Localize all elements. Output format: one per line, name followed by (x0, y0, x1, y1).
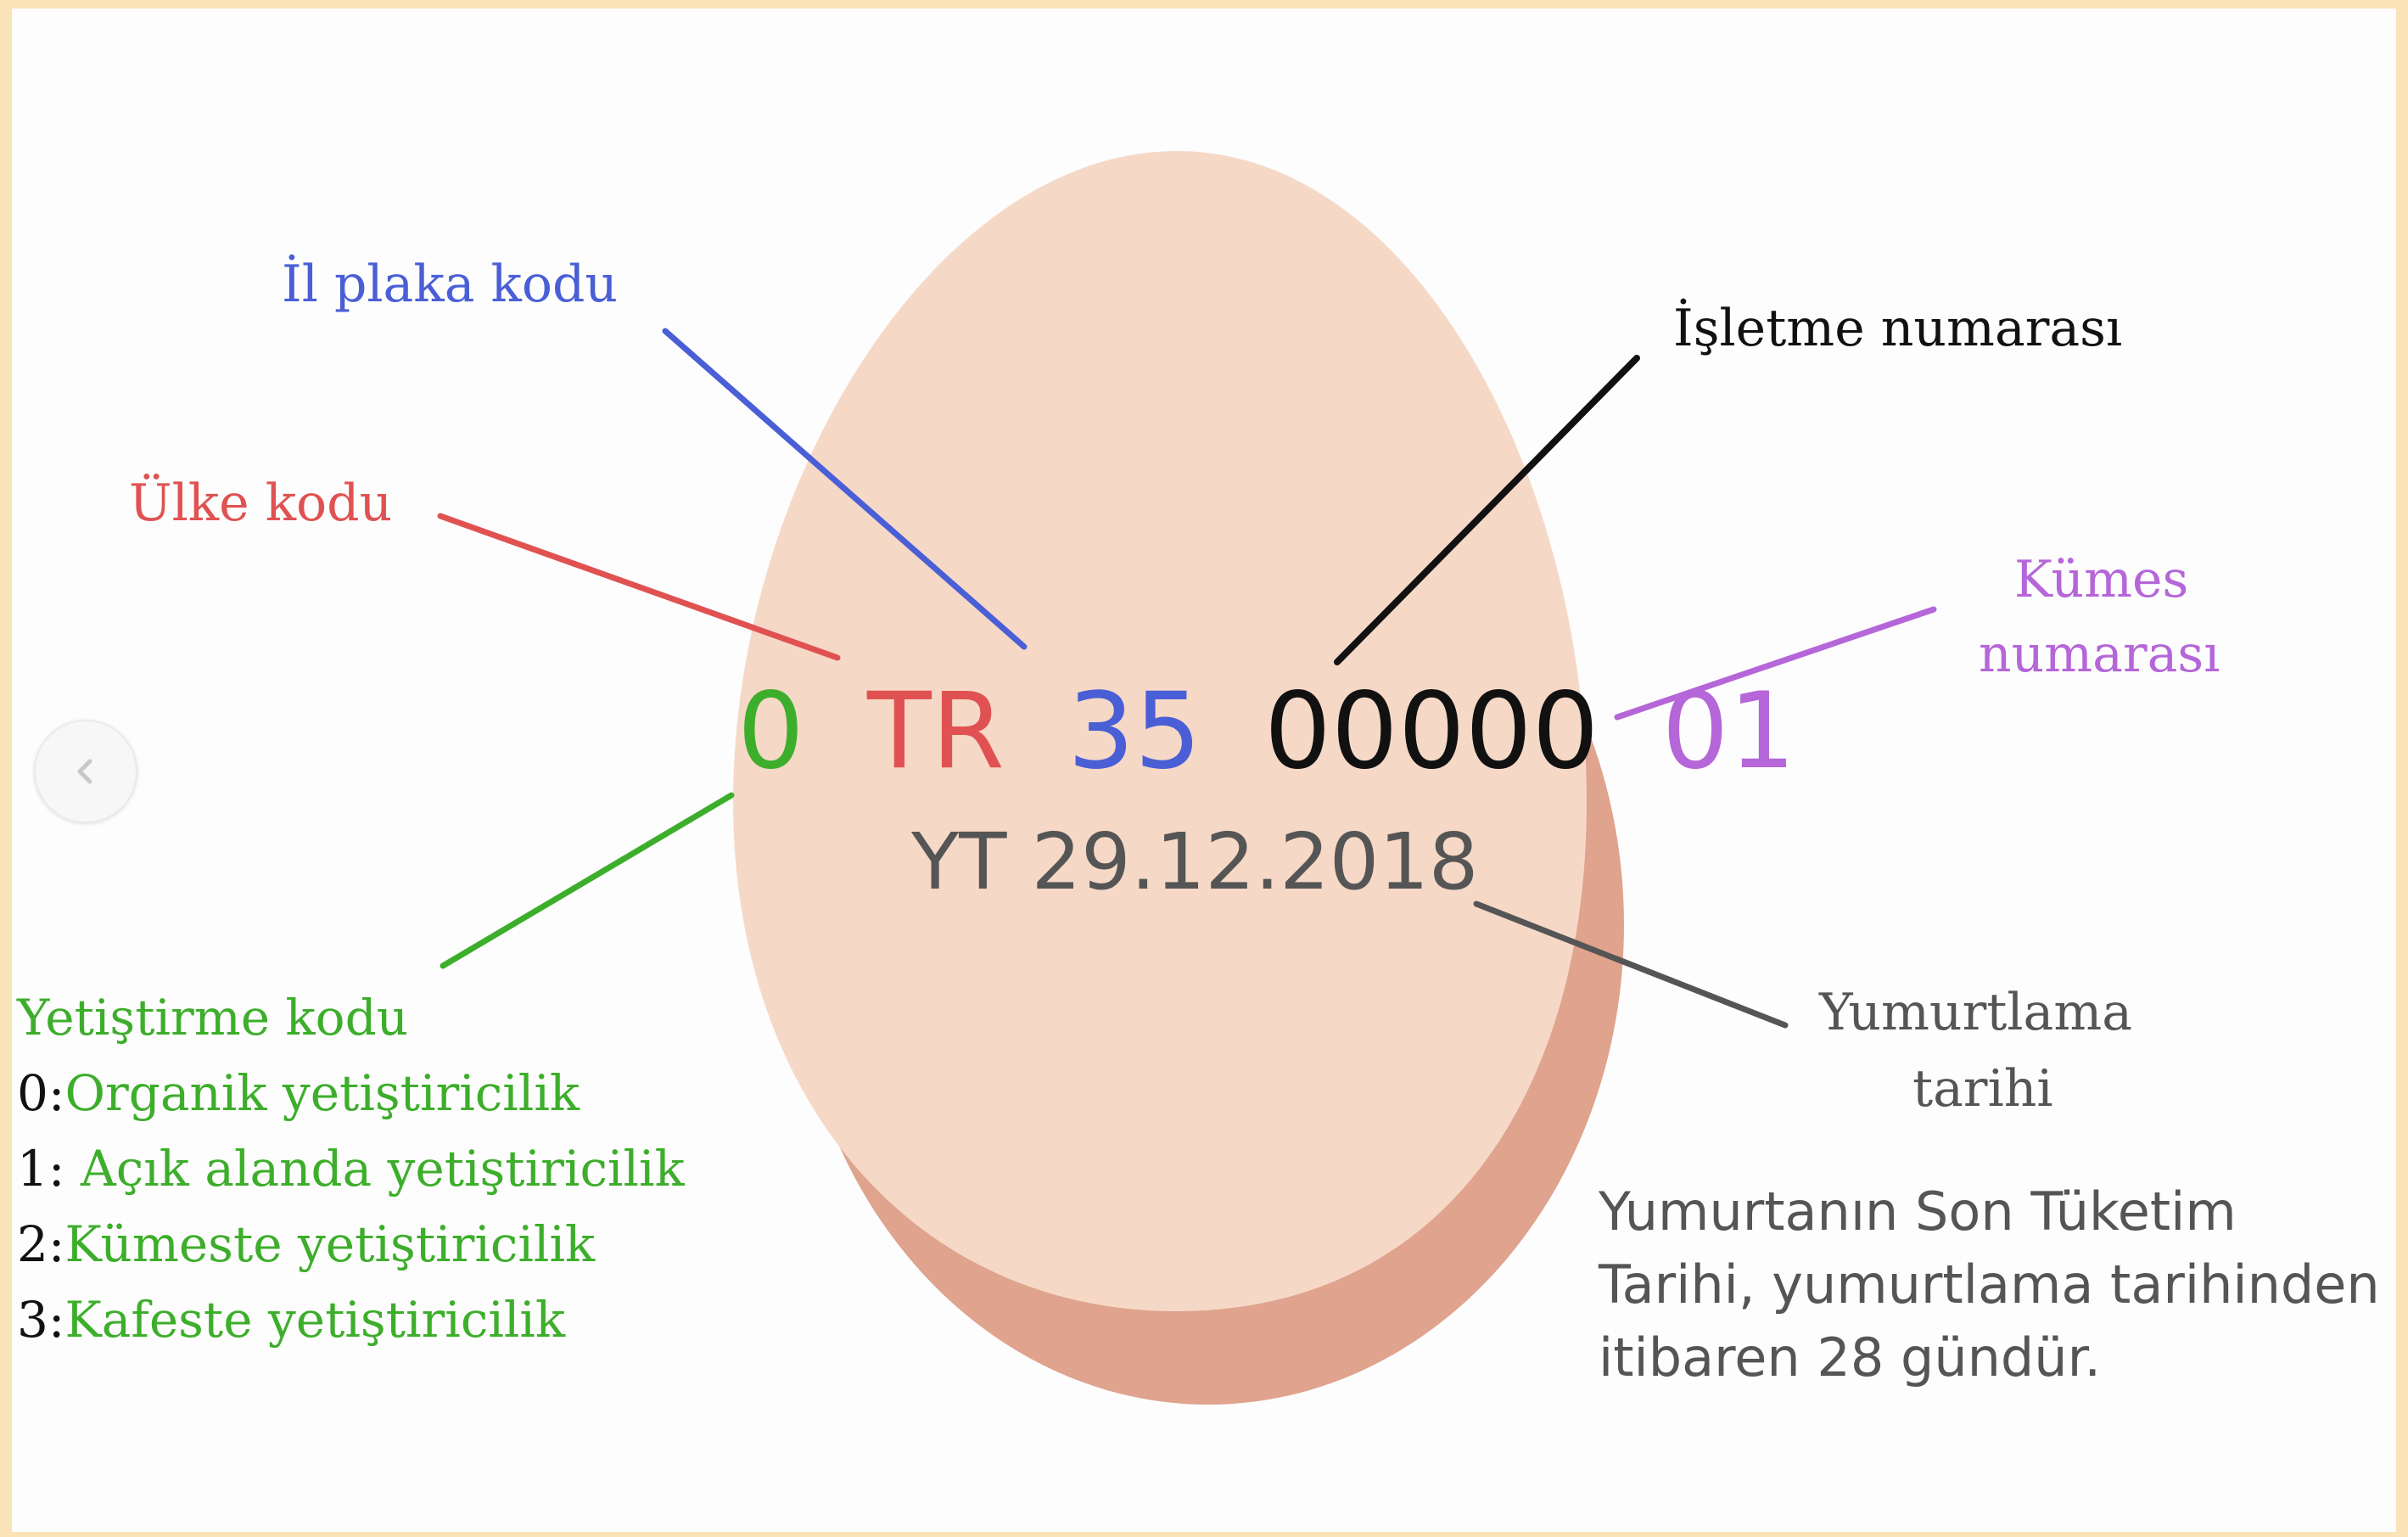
legend-item-code: 1: (17, 1140, 81, 1198)
legend-item-text: Kafeste yetiştiricilik (64, 1291, 565, 1349)
label-il-plaka: İl plaka kodu (282, 256, 618, 312)
label-yumurtlama-line2: tarihi (1912, 1061, 2053, 1117)
leader-line-yetistirme (443, 795, 731, 966)
code-yetistirme: 0 (737, 670, 804, 793)
legend-item-text: Organik yetiştiricilik (64, 1064, 580, 1122)
legend-item: 1: Açık alanda yetiştiricilik (17, 1131, 685, 1207)
chevron-left-icon (69, 754, 103, 788)
note-line: Yumurtanın Son Tüketim (1599, 1175, 2380, 1248)
note-line: Tarihi, yumurtlama tarihinden (1599, 1248, 2380, 1321)
legend-item-text: Açık alanda yetiştiricilik (81, 1140, 685, 1198)
expiry-note: Yumurtanın Son Tüketim Tarihi, yumurtlam… (1599, 1175, 2380, 1394)
label-kumes-line1: Kümes (2014, 552, 2188, 608)
legend-item: 3:Kafeste yetiştiricilik (17, 1282, 685, 1358)
label-kumes-line2: numarası (1979, 626, 2220, 682)
label-isletme: İşletme numarası (1673, 300, 2122, 356)
infographic-canvas: 0 TR 35 00000 01 YT 29.12.2018 İl plaka … (12, 8, 2396, 1532)
egg-code: 0 TR 35 00000 01 (737, 679, 1795, 784)
code-il: 35 (1067, 670, 1201, 793)
note-line: itibaren 28 gündür. (1599, 1321, 2380, 1394)
label-ulke: Ülke kodu (129, 475, 392, 531)
legend-item: 0:Organik yetiştiricilik (17, 1056, 685, 1131)
legend-item-code: 0: (17, 1064, 64, 1122)
date-stamp: YT 29.12.2018 (911, 823, 1478, 901)
legend-item-code: 3: (17, 1291, 64, 1349)
label-yumurtlama-line1: Yumurtlama (1819, 984, 2132, 1041)
legend-item-code: 2: (17, 1215, 64, 1273)
legend-title: Yetiştirme kodu (17, 980, 685, 1056)
code-kumes: 01 (1662, 670, 1796, 793)
legend-item-text: Kümeste yetiştiricilik (64, 1215, 595, 1273)
yetistirme-legend: Yetiştirme kodu 0:Organik yetiştiricilik… (17, 980, 685, 1358)
legend-item: 2:Kümeste yetiştiricilik (17, 1207, 685, 1282)
carousel-prev-button[interactable] (34, 720, 137, 823)
code-ulke: TR (867, 670, 1005, 793)
code-isletme: 00000 (1264, 670, 1599, 793)
